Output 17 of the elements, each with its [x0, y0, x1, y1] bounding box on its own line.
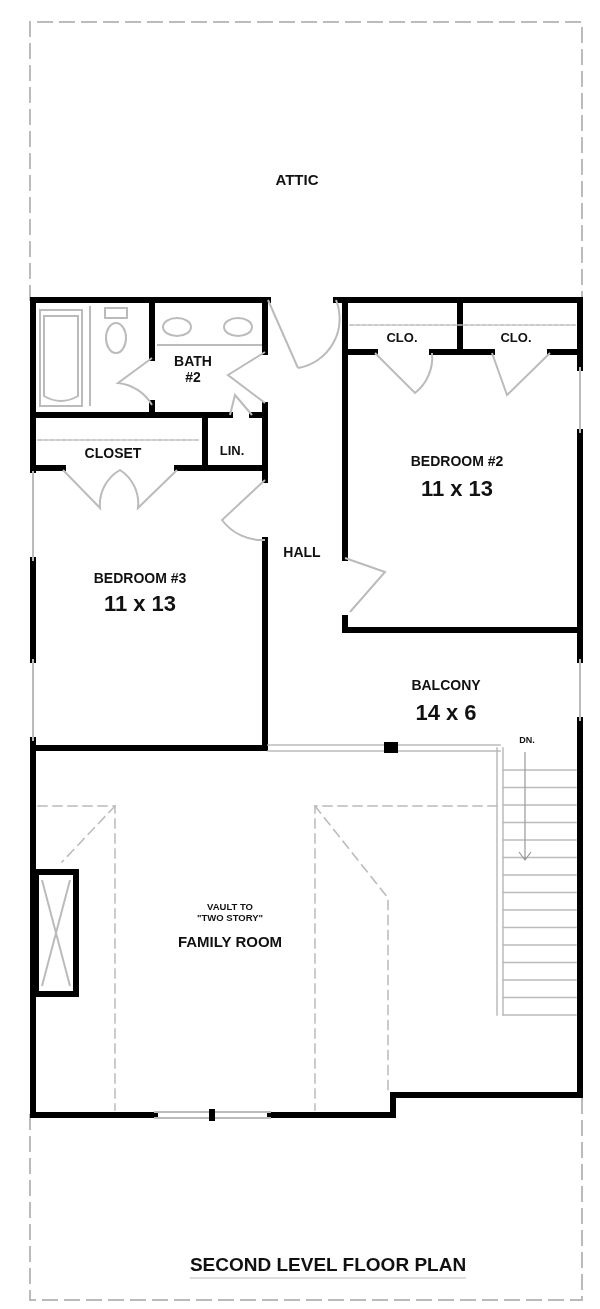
- room-label: FAMILY ROOM: [177, 933, 283, 951]
- room-label: CLOSET: [84, 444, 142, 462]
- room-label: BEDROOM #2: [410, 452, 504, 470]
- room-label: ATTIC: [275, 171, 319, 189]
- room-size: 11 x 13: [420, 476, 494, 502]
- room-label: HALL: [283, 543, 321, 561]
- room-label: CLO.: [386, 330, 418, 346]
- room-label: BEDROOM #3: [93, 569, 187, 587]
- plan-title: SECOND LEVEL FLOOR PLAN: [189, 1253, 467, 1279]
- room-label: VAULT TO "TWO STORY": [197, 902, 263, 924]
- room-label: CLO.: [500, 330, 532, 346]
- room-label: BATH #2: [173, 352, 213, 386]
- room-label: BALCONY: [411, 676, 481, 694]
- room-label: LIN.: [219, 443, 245, 459]
- room-size: 11 x 13: [103, 591, 177, 617]
- room-label: DN.: [519, 734, 535, 746]
- room-size: 14 x 6: [415, 700, 477, 726]
